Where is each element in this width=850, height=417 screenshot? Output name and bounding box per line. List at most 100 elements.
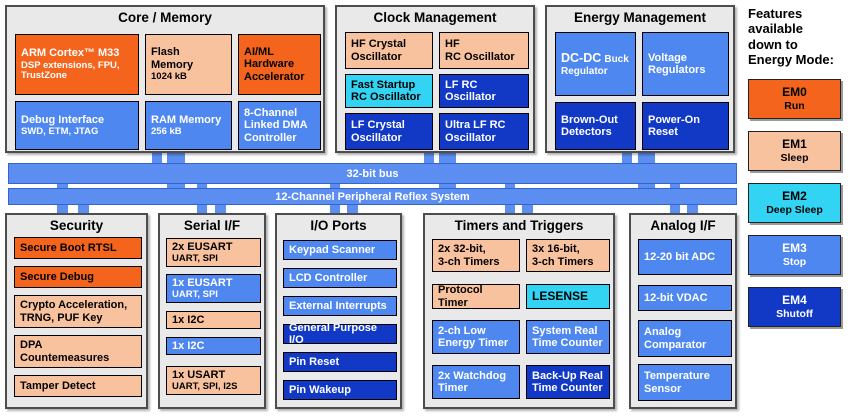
block-ultra-lf-rc-oscillator: Ultra LF RC Oscillator (439, 113, 529, 150)
block-general-purpose-io: General Purpose I/O (283, 321, 397, 346)
block-title: Tamper Detect (20, 379, 96, 392)
block-title: 1x USART (172, 368, 226, 381)
group-core-memory: Core / Memory ARM Cortex™ M33 DSP extens… (5, 5, 325, 153)
block-title: LF Crystal Oscillator (351, 119, 405, 144)
block-subtitle: 256 kB (151, 125, 182, 137)
block-title: 1x I2C (172, 339, 205, 352)
block-title: 2x Watchdog Timer (438, 369, 507, 394)
em-label: Run (784, 99, 805, 112)
em-label: Deep Sleep (766, 203, 823, 216)
bus-connector (152, 148, 162, 170)
block-temperature-sensor: Temperature Sensor (638, 364, 732, 401)
block-flash-memory: Flash Memory 1024 kB (145, 34, 232, 95)
block-secure-debug: Secure Debug (14, 266, 142, 288)
block-secure-boot-rtsl: Secure Boot RTSL (14, 237, 142, 259)
block-ram-memory: RAM Memory 256 kB (145, 101, 232, 150)
block-system-rtc: System Real Time Counter (526, 320, 610, 354)
block-title: LCD Controller (289, 271, 368, 284)
em-name: EM3 (782, 241, 807, 256)
group-serial-if: Serial I/F 2x EUSART UART, SPI 1x EUSART… (158, 213, 266, 409)
block-title: Brown-Out Detectors (561, 113, 618, 138)
block-subtitle: UART, SPI, I2S (172, 380, 238, 392)
block-title: 12-bit VDAC (644, 291, 708, 304)
group-serial-if-title: Serial I/F (183, 218, 241, 233)
block-debug-interface: Debug Interface SWD, ETM, JTAG (15, 101, 139, 150)
block-low-energy-timer: 2-ch Low Energy Timer (432, 320, 520, 354)
bus-connector (78, 196, 89, 216)
block-title: General Purpose I/O (289, 321, 378, 346)
block-lf-rc-oscillator: LF RC Oscillator (439, 74, 529, 108)
block-pin-wakeup: Pin Wakeup (283, 380, 397, 400)
block-backup-rtc: Back-Up Real Time Counter (526, 365, 610, 399)
group-energy-management-title: Energy Management (573, 10, 707, 25)
group-analog-if: Analog I/F 12-20 bit ADC 12-bit VDAC Ana… (629, 213, 737, 409)
legend-mode-em4: EM4 Shutoff (748, 287, 841, 327)
block-3x-16bit-timers: 3x 16-bit, 3-ch Timers (526, 239, 610, 272)
block-2x-32bit-timers: 2x 32-bit, 3-ch Timers (432, 239, 520, 272)
block-hf-rc-oscillator: HF RC Oscillator (439, 32, 529, 69)
block-fast-startup-rc-oscillator: Fast Startup RC Oscillator (345, 74, 433, 108)
block-title: Flash Memory (151, 46, 194, 71)
block-title: 1x EUSART (172, 276, 233, 289)
legend-title: Features available down to Energy Mode: (748, 6, 834, 67)
group-analog-if-title: Analog I/F (650, 218, 716, 233)
em-name: EM4 (782, 293, 807, 308)
block-title: Pin Wakeup (289, 383, 351, 396)
em-label: Shutoff (776, 307, 813, 320)
bus-connector (347, 196, 358, 216)
block-vdac: 12-bit VDAC (638, 285, 732, 311)
group-timers-triggers: Timers and Triggers 2x 32-bit, 3-ch Time… (423, 213, 615, 409)
block-subtitle: Regulator (561, 66, 608, 78)
block-title: 2x 32-bit, 3-ch Timers (438, 243, 500, 268)
block-title: Temperature Sensor (644, 370, 710, 395)
legend-mode-em0: EM0 Run (748, 79, 841, 119)
group-io-ports-title: I/O Ports (310, 218, 367, 233)
bus-connector (687, 196, 698, 216)
block-tamper-detect: Tamper Detect (14, 375, 142, 397)
block-hf-crystal-oscillator: HF Crystal Oscillator (345, 32, 433, 69)
block-lesense: LESENSE (526, 284, 610, 309)
legend-mode-em2: EM2 Deep Sleep (748, 183, 841, 223)
block-keypad-scanner: Keypad Scanner (283, 240, 397, 260)
group-io-ports: I/O Ports Keypad Scanner LCD Controller … (275, 213, 402, 409)
group-security-title: Security (49, 218, 104, 233)
block-title: 2x EUSART (172, 240, 233, 253)
block-title: DC-DC Buck (561, 50, 629, 65)
block-external-interrupts: External Interrupts (283, 296, 397, 316)
block-crypto-acceleration: Crypto Acceleration, TRNG, PUF Key (14, 295, 142, 328)
block-pin-reset: Pin Reset (283, 352, 397, 372)
em-name: EM0 (782, 85, 807, 100)
bus-connector (424, 148, 434, 170)
block-aiml-hardware-accelerator: AI/ML Hardware Accelerator (238, 34, 321, 95)
em-label: Stop (782, 255, 807, 268)
block-linked-dma-controller: 8-Channel Linked DMA Controller (238, 101, 321, 150)
group-clock-management-title: Clock Management (373, 10, 497, 25)
block-title: External Interrupts (289, 299, 387, 312)
block-subtitle: UART, SPI (172, 252, 218, 264)
bus-32-bit-label: 32-bit bus (346, 167, 399, 180)
block-title: ARM Cortex™ M33 (21, 47, 120, 60)
bus-peripheral-reflex-label: 12-Channel Peripheral Reflex System (275, 190, 470, 203)
group-timers-triggers-title: Timers and Triggers (454, 218, 584, 233)
block-1x-i2c-b: 1x I2C (166, 337, 261, 355)
block-title: HF Crystal Oscillator (351, 38, 407, 63)
em-label: Sleep (780, 151, 809, 164)
block-subtitle: SWD, ETM, JTAG (21, 125, 99, 137)
block-title: Protocol Timer (438, 284, 483, 309)
block-power-on-reset: Power-On Reset (642, 102, 729, 150)
block-title: HF RC Oscillator (445, 38, 515, 63)
block-2x-eusart: 2x EUSART UART, SPI (166, 238, 261, 267)
group-clock-management: Clock Management HF Crystal Oscillator H… (335, 5, 535, 153)
block-title: 2-ch Low Energy Timer (438, 324, 509, 349)
legend-mode-em3: EM3 Stop (748, 235, 841, 275)
em-name: EM2 (782, 189, 807, 204)
block-1x-eusart: 1x EUSART UART, SPI (166, 274, 261, 303)
block-title: Secure Debug (20, 270, 94, 283)
block-title: Analog Comparator (644, 326, 707, 351)
group-security: Security Secure Boot RTSL Secure Debug C… (5, 213, 148, 409)
block-subtitle: DSP extensions, FPU, TrustZone (21, 59, 120, 82)
em-name: EM1 (782, 137, 807, 152)
block-title: Voltage Regulators (648, 51, 706, 76)
block-lcd-controller: LCD Controller (283, 268, 397, 288)
block-brown-out-detectors: Brown-Out Detectors (555, 102, 636, 150)
